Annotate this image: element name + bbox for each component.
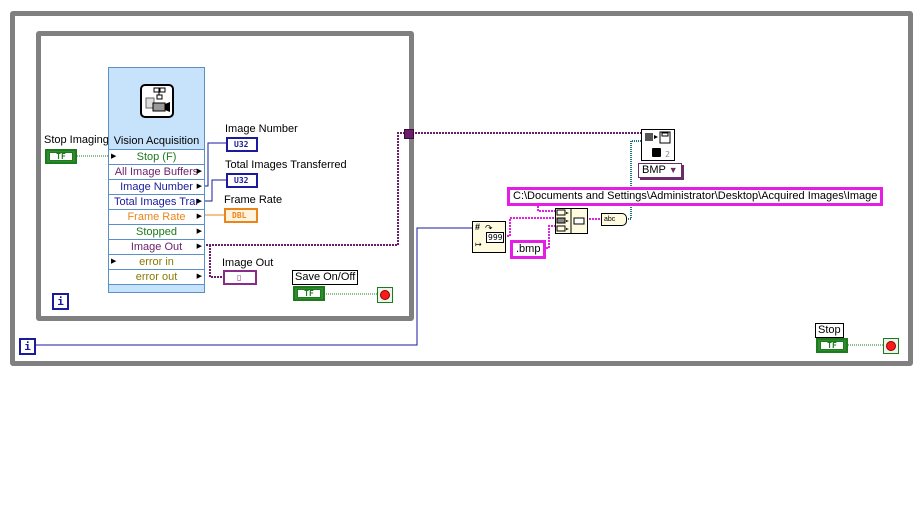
frame-rate-indicator[interactable]: DBL [224, 208, 258, 223]
extension-string-constant[interactable]: .bmp [510, 240, 547, 259]
file-type-enum-constant[interactable]: BMP ▼ [638, 163, 682, 178]
outer-loop-stop-condition[interactable] [883, 338, 899, 354]
vision-acquisition-title: Vision Acquisition [113, 135, 200, 147]
stop-icon [886, 341, 896, 351]
wire-image-out-tunnel [203, 132, 408, 246]
outer-iteration-terminal: i [19, 338, 36, 355]
terminal-total-images-transferred[interactable]: Total Images Trar▶ [109, 194, 204, 209]
frame-rate-label: Frame Rate [224, 194, 283, 206]
terminal-error-out[interactable]: error out▶ [109, 269, 204, 284]
image-out-label: Image Out [222, 257, 274, 269]
wire-number-string [504, 217, 556, 237]
inner-iteration-terminal: i [52, 293, 69, 310]
svg-text:2: 2 [665, 150, 670, 159]
wire-file-path [624, 140, 642, 220]
express-vi-divider [109, 284, 204, 285]
terminal-image-out[interactable]: Image Out▶ [109, 239, 204, 254]
save-on-off-control[interactable]: TF [293, 286, 325, 301]
image-icon: ▯ [237, 273, 242, 282]
concatenate-strings-function[interactable] [555, 208, 588, 234]
concatenate-icon [556, 209, 585, 233]
stop-imaging-label: Stop Imaging [44, 134, 109, 146]
file-type-value: BMP [642, 164, 666, 176]
vision-acquisition-express-vi[interactable]: Vision Acquisition ▶Stop (F) All Image B… [108, 67, 205, 293]
dropdown-arrow-icon[interactable]: ▼ [668, 165, 678, 175]
width-icon: ↦ [475, 240, 482, 249]
total-images-transferred-label: Total Images Transferred [225, 159, 347, 171]
vision-acquisition-icon [140, 84, 174, 118]
loop-arrow-icon: ↷ [485, 223, 493, 233]
stop-value: TF [820, 341, 844, 350]
stop-imaging-control[interactable]: TF [45, 149, 77, 164]
stop-control[interactable]: TF [816, 338, 848, 353]
wire-total-images [203, 179, 226, 202]
outer-while-loop[interactable] [10, 11, 913, 366]
imaq-write-file-function[interactable]: 2 [641, 129, 675, 161]
wire-iteration [36, 227, 472, 346]
string-to-path-function[interactable]: abc [601, 213, 627, 226]
image-out-indicator[interactable]: ▯ [223, 270, 257, 285]
stop-label: Stop [815, 323, 844, 338]
save-on-off-label: Save On/Off [292, 270, 359, 285]
wire-path-string [537, 203, 556, 212]
number-to-decimal-string-function[interactable]: # ↷ 999 ↦ [472, 221, 506, 253]
wire-image-out-indicator [209, 245, 224, 278]
image-number-label: Image Number [225, 123, 298, 135]
terminal-image-number[interactable]: Image Number▶ [109, 179, 204, 194]
wire-image-number [203, 142, 226, 187]
image-tunnel[interactable] [404, 129, 414, 139]
total-images-transferred-indicator[interactable]: U32 [226, 173, 258, 188]
string-display: 999 [486, 232, 505, 243]
image-number-indicator[interactable]: U32 [226, 137, 258, 152]
terminal-all-image-buffers[interactable]: All Image Buffers▶ [109, 164, 204, 179]
terminal-stopped[interactable]: Stopped▶ [109, 224, 204, 239]
terminal-frame-rate[interactable]: Frame Rate▶ [109, 209, 204, 224]
path-string-constant[interactable]: C:\Documents and Settings\Administrator\… [507, 187, 884, 206]
inner-while-loop[interactable] [36, 31, 414, 321]
terminal-error-in[interactable]: ▶error in [109, 254, 204, 269]
terminal-stop[interactable]: ▶Stop (F) [109, 149, 204, 164]
inner-loop-stop-condition[interactable] [377, 287, 393, 303]
stop-imaging-value: TF [49, 152, 73, 161]
hash-icon: # [475, 222, 481, 232]
save-on-off-value: TF [297, 289, 321, 298]
write-file-icon: 2 [645, 131, 671, 159]
stop-icon [380, 290, 390, 300]
